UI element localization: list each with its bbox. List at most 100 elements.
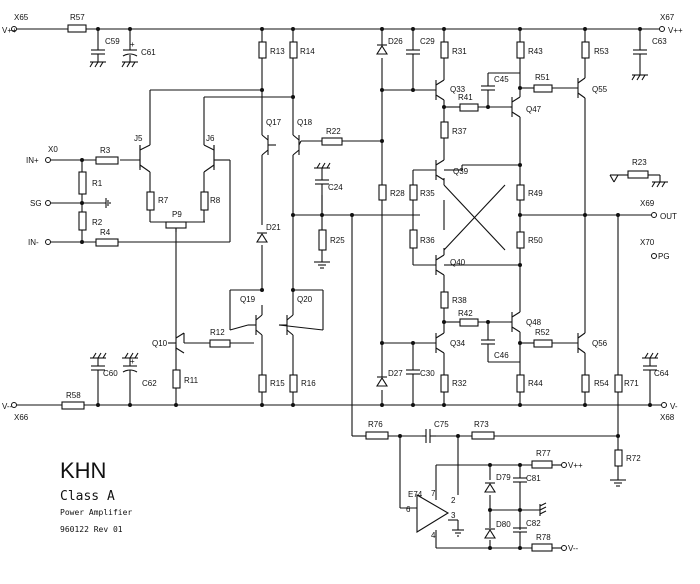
label-q33: Q33 bbox=[450, 85, 466, 94]
title-line1: Class A bbox=[60, 489, 115, 504]
label-r14: R14 bbox=[300, 47, 315, 56]
label-r76: R76 bbox=[368, 420, 383, 429]
label-r22: R22 bbox=[326, 127, 341, 136]
label-p9: P9 bbox=[172, 210, 182, 219]
label-pin6: 6 bbox=[406, 505, 411, 514]
label-r77: R77 bbox=[536, 449, 551, 458]
label-vpp-r77: V++ bbox=[568, 461, 583, 470]
label-q55: Q55 bbox=[592, 85, 608, 94]
label-r7: R7 bbox=[158, 196, 169, 205]
resistor-r42 bbox=[459, 318, 479, 327]
label-c46: C46 bbox=[494, 351, 509, 360]
label-q20: Q20 bbox=[297, 295, 313, 304]
label-x70: X70 bbox=[640, 238, 655, 247]
label-r25: R25 bbox=[330, 236, 345, 245]
resistor-r2 bbox=[78, 211, 87, 231]
diode-d80 bbox=[484, 528, 496, 539]
label-r38: R38 bbox=[452, 296, 467, 305]
label-x66: X66 bbox=[14, 413, 29, 422]
label-r11: R11 bbox=[184, 376, 199, 385]
label-r72: R72 bbox=[626, 454, 641, 463]
resistor-r52 bbox=[533, 339, 553, 348]
label-e74: E74 bbox=[408, 490, 423, 499]
diode-d26 bbox=[376, 44, 388, 55]
label-r8: R8 bbox=[210, 196, 221, 205]
label-c60: C60 bbox=[103, 369, 118, 378]
label-r16: R16 bbox=[301, 379, 316, 388]
label-q39: Q39 bbox=[453, 167, 469, 176]
label-x65: X65 bbox=[14, 13, 29, 22]
resistor-r53 bbox=[581, 41, 590, 59]
ground-symbols bbox=[89, 61, 668, 537]
label-r50: R50 bbox=[528, 236, 543, 245]
label-r52: R52 bbox=[535, 328, 550, 337]
label-r71: R71 bbox=[624, 379, 639, 388]
label-r31: R31 bbox=[452, 47, 467, 56]
resistor-r50 bbox=[516, 231, 525, 249]
label-c82: C82 bbox=[526, 519, 541, 528]
label-r3: R3 bbox=[100, 146, 111, 155]
resistor-r57 bbox=[67, 24, 87, 33]
label-x67: X67 bbox=[660, 13, 675, 22]
label-r42: R42 bbox=[458, 309, 473, 318]
resistor-r76 bbox=[365, 431, 389, 440]
label-r37: R37 bbox=[452, 127, 467, 136]
label-c45: C45 bbox=[494, 75, 509, 84]
resistor-r14 bbox=[289, 41, 298, 59]
label-c62-plus: + bbox=[130, 357, 135, 366]
label-c59: C59 bbox=[105, 37, 120, 46]
resistor-r31 bbox=[440, 41, 449, 59]
label-x69: X69 bbox=[640, 199, 655, 208]
label-j5: J5 bbox=[134, 134, 143, 143]
label-vpp-left: V++ bbox=[2, 26, 17, 35]
resistor-r25 bbox=[318, 229, 327, 251]
potentiometer-p9 bbox=[165, 221, 187, 229]
label-r23: R23 bbox=[632, 158, 647, 167]
horizontal-resistors bbox=[61, 24, 649, 552]
resistor-r43 bbox=[516, 41, 525, 59]
resistor-r49 bbox=[516, 184, 525, 201]
diode-d79 bbox=[484, 482, 496, 493]
resistor-r22 bbox=[321, 137, 343, 146]
label-r35: R35 bbox=[420, 189, 435, 198]
label-q18: Q18 bbox=[297, 118, 313, 127]
label-r54: R54 bbox=[594, 379, 609, 388]
label-pin4: 4 bbox=[431, 531, 436, 540]
label-c81: C81 bbox=[526, 474, 541, 483]
wires bbox=[14, 28, 664, 549]
label-r41: R41 bbox=[458, 93, 473, 102]
resistor-r1 bbox=[78, 171, 87, 195]
label-sg: SG bbox=[30, 199, 42, 208]
resistor-r37 bbox=[440, 121, 449, 139]
label-r58: R58 bbox=[66, 391, 81, 400]
capacitors bbox=[91, 49, 657, 540]
diode-d27 bbox=[376, 376, 388, 387]
title-main: KHN bbox=[60, 458, 106, 483]
label-q19: Q19 bbox=[240, 295, 256, 304]
label-r4: R4 bbox=[100, 228, 111, 237]
label-vmm-r78: V-- bbox=[568, 544, 579, 553]
resistor-r78 bbox=[531, 543, 553, 552]
label-pin2: 2 bbox=[451, 496, 456, 505]
label-j6: J6 bbox=[206, 134, 215, 143]
label-c75: C75 bbox=[434, 420, 449, 429]
label-r12: R12 bbox=[210, 328, 225, 337]
label-q56: Q56 bbox=[592, 339, 608, 348]
resistor-r73 bbox=[471, 431, 495, 440]
vertical-resistors bbox=[78, 41, 623, 467]
title-line2: Power Amplifier bbox=[60, 508, 132, 517]
label-q48: Q48 bbox=[526, 318, 542, 327]
resistor-r16 bbox=[289, 374, 298, 393]
resistor-r35 bbox=[409, 184, 418, 201]
label-pin7: 7 bbox=[431, 489, 436, 498]
labels: X65 V++ R57 C59 C61 + X0 IN+ SG IN- R3 R… bbox=[2, 13, 683, 553]
resistor-r51 bbox=[533, 84, 553, 93]
label-in-minus: IN- bbox=[28, 238, 39, 247]
resistor-r11 bbox=[172, 369, 181, 389]
resistor-r71 bbox=[614, 374, 623, 393]
label-in-plus: IN+ bbox=[26, 156, 39, 165]
junctions bbox=[80, 27, 652, 550]
label-r57: R57 bbox=[70, 13, 85, 22]
resistor-r8 bbox=[200, 191, 209, 211]
label-vmm-left: V-- bbox=[2, 402, 13, 411]
